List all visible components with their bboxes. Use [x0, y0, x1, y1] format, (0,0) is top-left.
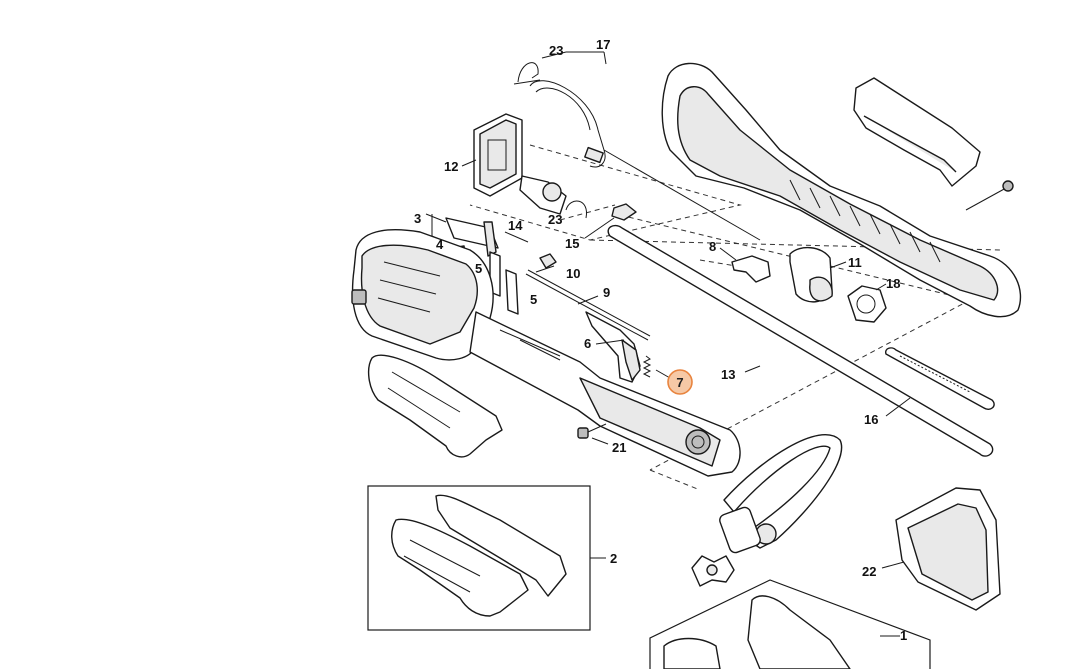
part-11-switch-housing[interactable]: [789, 247, 847, 303]
long-bolt[interactable]: [965, 180, 1014, 211]
callout-7: 7: [676, 375, 683, 390]
highlight-circle: [667, 369, 693, 395]
callout-21: 21: [612, 440, 626, 455]
callout-17: 17: [596, 37, 610, 52]
callout-18: 18: [886, 276, 900, 291]
part-22-guard[interactable]: [881, 487, 1001, 611]
callout-11: 11: [848, 255, 862, 270]
part-13-tube[interactable]: [607, 224, 994, 457]
part-10-nut[interactable]: [535, 253, 557, 273]
callout-7-highlighted[interactable]: 7: [667, 369, 693, 395]
callout-15: 15: [565, 236, 579, 251]
upper-handle-housing[interactable]: [661, 62, 1022, 318]
callout-16: 16: [864, 412, 878, 427]
bow-handle[interactable]: [718, 434, 843, 555]
callout-5-upper: 5: [475, 261, 482, 276]
callout-23-lower: 23: [548, 212, 562, 227]
part-3-clip[interactable]: [425, 213, 499, 257]
motor-housing[interactable]: [351, 229, 494, 361]
part-8-lever[interactable]: [719, 247, 771, 283]
callout-6: 6: [584, 336, 591, 351]
part-23-cable-tie-top[interactable]: [513, 51, 567, 85]
part-21-screw[interactable]: [577, 423, 609, 445]
part-18-ring-nut[interactable]: [847, 283, 887, 323]
callout-1: 1: [900, 628, 907, 643]
part-2-cover-kit-box[interactable]: [367, 485, 606, 631]
star-knob[interactable]: [691, 555, 735, 587]
part-23-cable-tie-lower[interactable]: [519, 175, 587, 219]
part-1-assembly-box[interactable]: [649, 579, 931, 669]
callout-2: 2: [610, 551, 617, 566]
callout-12: 12: [444, 159, 458, 174]
part-6-throttle-trigger[interactable]: [585, 311, 641, 383]
callout-10: 10: [566, 266, 580, 281]
callout-8: 8: [709, 239, 716, 254]
callout-23-top: 23: [549, 43, 563, 58]
part-12-control-box[interactable]: [461, 113, 523, 197]
callout-5-lower: 5: [530, 292, 537, 307]
callout-4: 4: [436, 237, 444, 252]
lower-handle-tube[interactable]: [469, 311, 741, 477]
callout-9: 9: [603, 285, 610, 300]
part-17-wire-harness[interactable]: [529, 51, 761, 241]
part-14-link[interactable]: [504, 231, 529, 243]
part-7-spring[interactable]: [642, 355, 671, 379]
part-5-bracket-lower[interactable]: [505, 269, 519, 315]
part-16-shaft-tube[interactable]: [884, 347, 995, 417]
callout-3: 3: [414, 211, 421, 226]
part-9-throttle-rod[interactable]: [525, 269, 651, 341]
part-15-cap[interactable]: [584, 203, 637, 239]
handle-cover-loose[interactable]: [367, 354, 503, 458]
callout-22: 22: [862, 564, 876, 579]
callout-14: 14: [508, 218, 523, 233]
callout-labels: 23 17 12 23 3 14 15 4 5 10 9 5 6 8 11 18…: [414, 37, 907, 643]
callout-13: 13: [721, 367, 735, 382]
cover-plate-top-right[interactable]: [853, 77, 981, 187]
